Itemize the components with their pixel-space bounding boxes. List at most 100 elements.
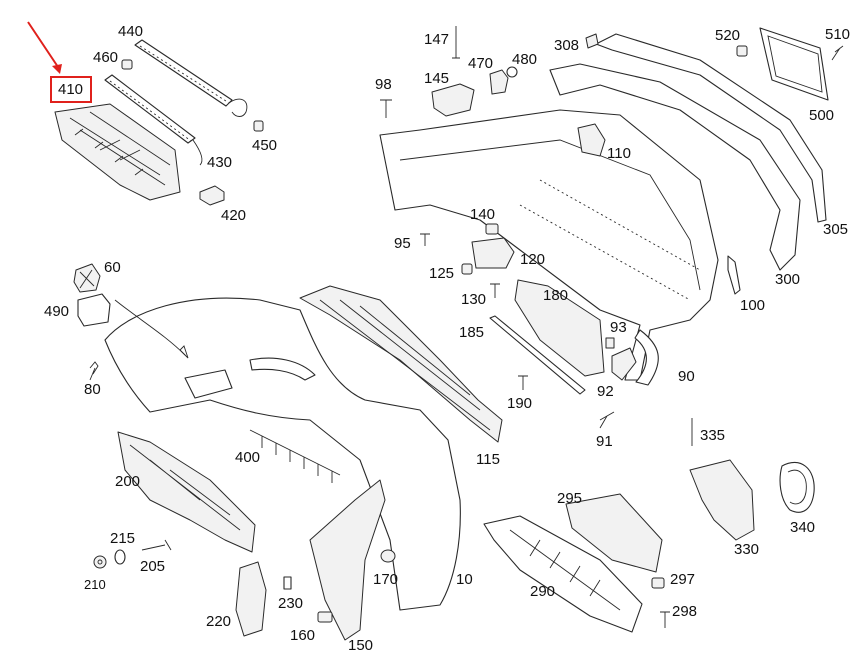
part-140-nut <box>485 223 499 235</box>
callout-470[interactable]: 470 <box>468 55 494 72</box>
callout-330[interactable]: 330 <box>734 541 760 558</box>
part-460-nut <box>121 59 133 70</box>
callout-308[interactable]: 308 <box>554 37 580 54</box>
part-80-screw <box>89 361 99 381</box>
callout-290[interactable]: 290 <box>530 583 556 600</box>
part-290-diffuser <box>483 515 643 633</box>
part-185-strip <box>489 315 586 395</box>
part-170-clip <box>380 549 396 563</box>
part-490-cover <box>77 293 111 327</box>
part-297-clip <box>651 577 665 589</box>
callout-93[interactable]: 93 <box>610 319 627 336</box>
part-115-beam <box>299 285 503 443</box>
part-340-ring <box>779 461 815 513</box>
callout-170[interactable]: 170 <box>373 571 399 588</box>
callout-98[interactable]: 98 <box>375 76 392 93</box>
callout-215[interactable]: 215 <box>110 530 136 547</box>
callout-480[interactable]: 480 <box>512 51 538 68</box>
callout-210[interactable]: 210 <box>84 577 106 592</box>
part-130-screw <box>490 283 500 298</box>
callout-510[interactable]: 510 <box>825 26 851 43</box>
highlight-box <box>50 76 92 103</box>
callout-60[interactable]: 60 <box>104 259 121 276</box>
callout-160[interactable]: 160 <box>290 627 316 644</box>
part-215-washer <box>114 549 126 565</box>
part-190-screw <box>518 375 528 390</box>
part-305-trim <box>595 33 827 223</box>
callout-205[interactable]: 205 <box>140 558 166 575</box>
callout-297[interactable]: 297 <box>670 571 696 588</box>
part-300-upper-strip <box>549 63 801 271</box>
part-400-bumper-cover <box>104 297 461 611</box>
callout-298[interactable]: 298 <box>672 603 698 620</box>
part-180-bracket <box>514 279 605 377</box>
callout-125[interactable]: 125 <box>429 265 455 282</box>
part-100-reflector <box>727 255 741 295</box>
part-95-screw <box>420 233 430 246</box>
callout-460[interactable]: 460 <box>93 49 119 66</box>
pointer-arrow <box>27 21 62 74</box>
part-120-sensor-holder <box>471 237 515 269</box>
part-90-main-bumper <box>379 109 719 386</box>
part-60-holder <box>73 263 101 293</box>
part-308-clip <box>585 33 599 49</box>
callout-10[interactable]: 10 <box>456 571 473 588</box>
callout-295[interactable]: 295 <box>557 490 583 507</box>
part-330-bracket <box>689 459 755 541</box>
part-210-nut <box>93 555 107 569</box>
callout-305[interactable]: 305 <box>823 221 849 238</box>
callout-500[interactable]: 500 <box>809 107 835 124</box>
callout-490[interactable]: 490 <box>44 303 70 320</box>
part-470-sensor <box>489 69 509 95</box>
callout-340[interactable]: 340 <box>790 519 816 536</box>
callout-200[interactable]: 200 <box>115 473 141 490</box>
callout-110[interactable]: 110 <box>607 145 631 162</box>
callout-520[interactable]: 520 <box>715 27 741 44</box>
callout-430[interactable]: 430 <box>207 154 233 171</box>
callout-150[interactable]: 150 <box>348 637 374 654</box>
callout-145[interactable]: 145 <box>424 70 450 87</box>
part-92-bracket <box>611 347 637 381</box>
callout-450[interactable]: 450 <box>252 137 278 154</box>
part-410-bracket <box>54 103 181 201</box>
callout-230[interactable]: 230 <box>278 595 304 612</box>
callout-410[interactable]: 410 <box>58 81 84 98</box>
callout-92[interactable]: 92 <box>597 383 614 400</box>
callout-147[interactable]: 147 <box>424 31 450 48</box>
part-160-clip <box>317 611 333 623</box>
part-450-clip <box>253 120 264 132</box>
callout-140[interactable]: 140 <box>470 206 496 223</box>
callout-190[interactable]: 190 <box>507 395 533 412</box>
callout-400[interactable]: 400 <box>235 449 261 466</box>
callout-115[interactable]: 115 <box>476 451 500 468</box>
callout-130[interactable]: 130 <box>461 291 487 308</box>
part-430-strip <box>104 74 203 166</box>
callout-220[interactable]: 220 <box>206 613 232 630</box>
part-230-clip <box>283 576 292 590</box>
callout-100[interactable]: 100 <box>740 297 766 314</box>
part-205-screw <box>141 539 172 551</box>
part-125-clip <box>461 263 473 275</box>
part-200-bracket <box>117 431 256 553</box>
callout-420[interactable]: 420 <box>221 207 247 224</box>
part-93-clip <box>605 337 615 349</box>
callout-95[interactable]: 95 <box>394 235 411 252</box>
callout-120[interactable]: 120 <box>520 251 546 268</box>
callout-90[interactable]: 90 <box>678 368 695 385</box>
part-420-sensor <box>199 185 225 206</box>
callout-180[interactable]: 180 <box>543 287 569 304</box>
part-440-strip <box>134 39 248 117</box>
part-510-screw <box>831 45 844 61</box>
callout-335[interactable]: 335 <box>700 427 726 444</box>
part-500-plate-holder <box>759 27 829 101</box>
part-91-screw <box>599 411 615 429</box>
callout-80[interactable]: 80 <box>84 381 101 398</box>
callout-440[interactable]: 440 <box>118 23 144 40</box>
part-480-ring <box>506 66 518 78</box>
part-220-flap <box>235 561 267 637</box>
callout-91[interactable]: 91 <box>596 433 613 450</box>
callout-185[interactable]: 185 <box>459 324 485 341</box>
callout-300[interactable]: 300 <box>775 271 801 288</box>
part-145-bracket <box>431 83 475 117</box>
part-147-rod <box>452 26 460 59</box>
